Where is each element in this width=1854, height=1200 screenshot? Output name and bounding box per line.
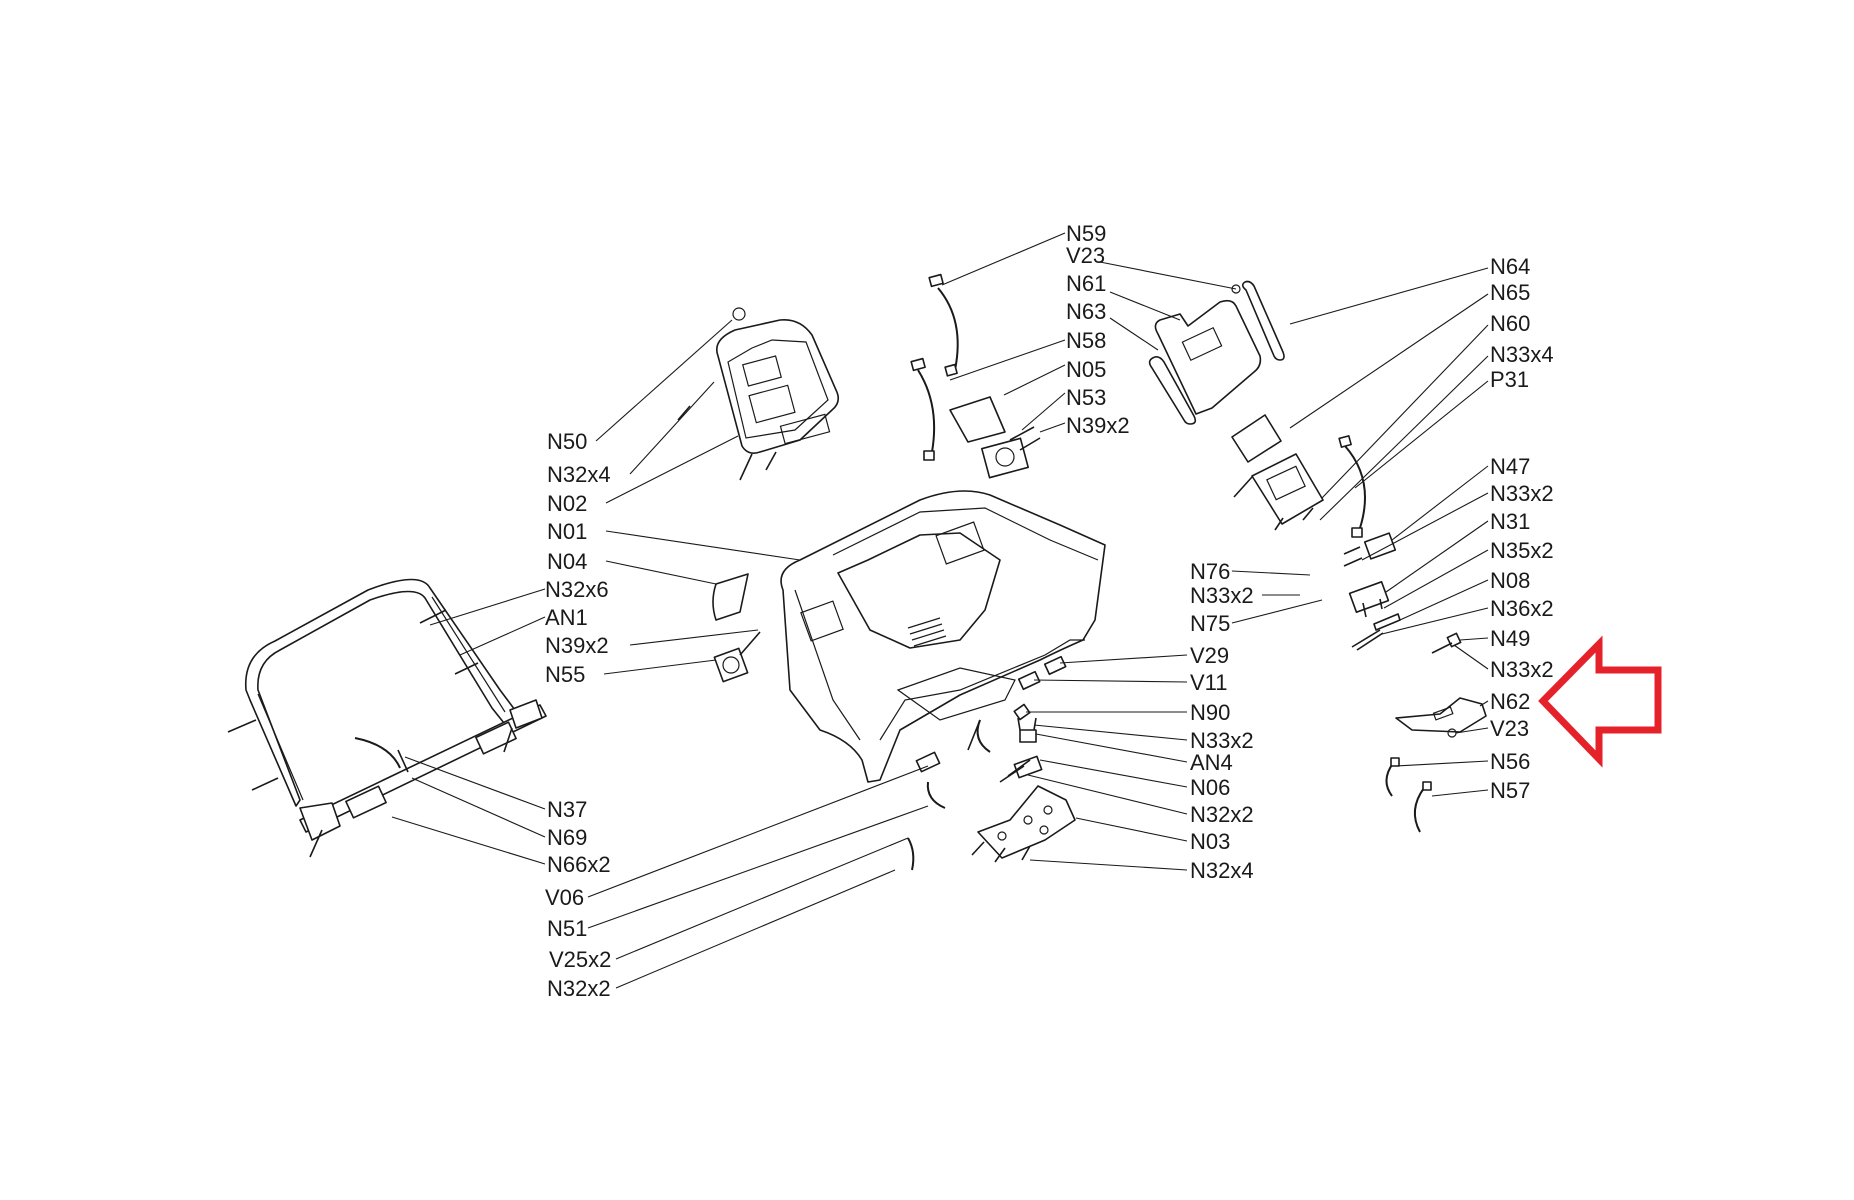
callout-label: V06 (545, 885, 584, 910)
callout-label: N61 (1066, 271, 1106, 296)
callout-label: N35x2 (1490, 538, 1554, 563)
callout-label: N02 (547, 491, 587, 516)
callout-label: N33x2 (1190, 583, 1254, 608)
callout-label: N57 (1490, 778, 1530, 803)
callout-label: N75 (1190, 611, 1230, 636)
top-right-parts (1148, 280, 1366, 538)
callout-label: N33x2 (1490, 657, 1554, 682)
callout-label: N01 (547, 519, 587, 544)
callout-label: N05 (1066, 357, 1106, 382)
callout-label: N03 (1190, 829, 1230, 854)
callout-label: V23 (1066, 243, 1105, 268)
top-center-parts (910, 273, 1041, 479)
callout-label: N59 (1066, 221, 1106, 246)
callout-label: N32x6 (545, 577, 609, 602)
callout-label: V29 (1190, 643, 1229, 668)
callout-label: V23 (1490, 716, 1529, 741)
callout-label: N69 (547, 825, 587, 850)
handlebar-screws (227, 609, 513, 858)
callout-label: N53 (1066, 385, 1106, 410)
callout-label: N39x2 (1066, 413, 1130, 438)
callout-label: V11 (1190, 670, 1228, 695)
right-side-parts (1343, 532, 1487, 833)
callout-label: N33x4 (1490, 342, 1554, 367)
callout-label: N50 (547, 429, 587, 454)
callout-labels-right: N64 N65 N60 N33x4 P31 N47 N33x2 N31 N35x… (1490, 254, 1554, 803)
handlebar-frame-part (244, 578, 547, 841)
callout-label: N33x2 (1190, 728, 1254, 753)
callout-label: N06 (1190, 775, 1230, 800)
callout-label: N47 (1490, 454, 1530, 479)
callout-labels-center: N76 N33x2 N75 V29 V11 N90 N33x2 AN4 N06 … (1190, 559, 1254, 883)
callout-label: N08 (1490, 568, 1530, 593)
callout-labels-left-lower: N37 N69 N66x2 V06 N51 V25x2 N32x2 (545, 797, 611, 1001)
callout-label: V25x2 (549, 947, 611, 972)
callout-label: N65 (1490, 280, 1530, 305)
main-console-part (780, 490, 1106, 783)
callout-label: N76 (1190, 559, 1230, 584)
callout-label: N04 (547, 549, 587, 574)
callout-label-highlighted: N62 (1490, 689, 1530, 714)
callout-label: N60 (1490, 311, 1530, 336)
callout-label: N56 (1490, 749, 1530, 774)
callout-label: P31 (1490, 367, 1529, 392)
callout-label: N32x2 (1190, 802, 1254, 827)
callout-label: N33x2 (1490, 481, 1554, 506)
callout-label: N55 (545, 662, 585, 687)
callout-label: N64 (1490, 254, 1530, 279)
callout-label: N32x4 (547, 462, 611, 487)
highlight-arrow-icon (1538, 635, 1662, 768)
callout-label: AN1 (545, 605, 588, 630)
callout-label: N31 (1490, 509, 1530, 534)
callout-label: N90 (1190, 700, 1230, 725)
callout-label: AN4 (1190, 750, 1233, 775)
callout-label: N49 (1490, 626, 1530, 651)
callout-labels-top: N59 V23 N61 N63 N58 N05 N53 N39x2 (1066, 221, 1130, 438)
callout-label: N58 (1066, 328, 1106, 353)
callout-labels-left-upper: N50 N32x4 N02 N01 N04 N32x6 AN1 N39x2 N5… (545, 429, 611, 687)
leader-lines (391, 232, 1489, 989)
callout-label: N63 (1066, 299, 1106, 324)
callout-label: N66x2 (547, 852, 611, 877)
callout-label: N32x4 (1190, 858, 1254, 883)
callout-label: N51 (547, 916, 587, 941)
callout-label: N32x2 (547, 976, 611, 1001)
callout-label: N37 (547, 797, 587, 822)
callout-label: N39x2 (545, 633, 609, 658)
center-small-parts (712, 573, 1076, 871)
callout-label: N36x2 (1490, 596, 1554, 621)
console-cover-part (677, 307, 840, 481)
